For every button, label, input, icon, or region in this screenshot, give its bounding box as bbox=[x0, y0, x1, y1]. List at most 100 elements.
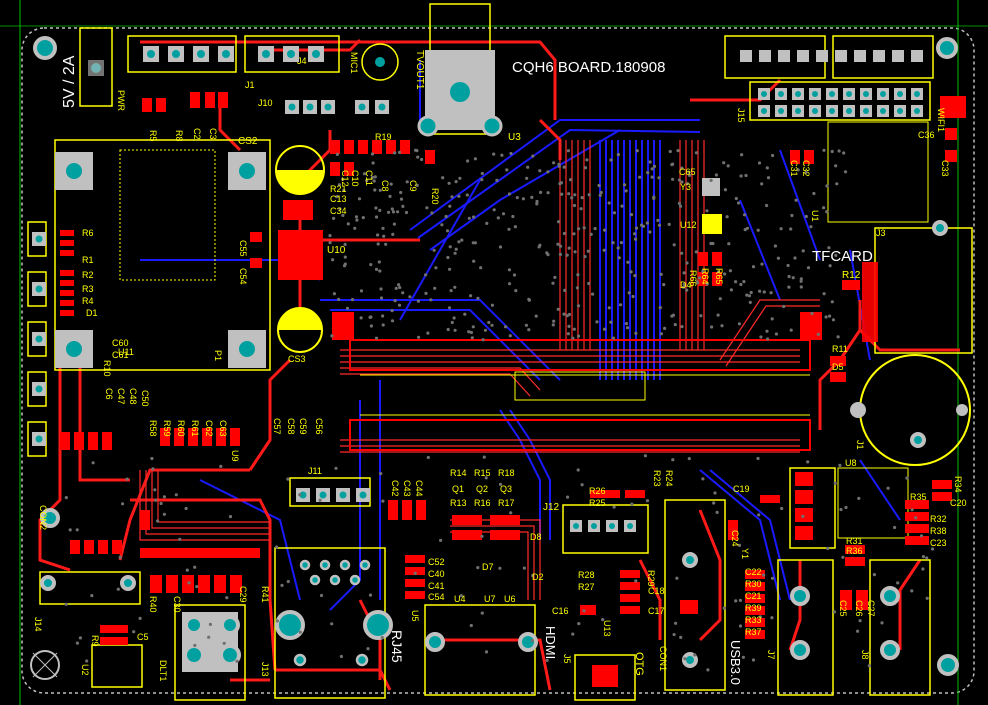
designator-label: R40 bbox=[148, 596, 158, 613]
designator-label: U5 bbox=[410, 610, 420, 622]
via bbox=[809, 225, 813, 229]
via bbox=[408, 295, 412, 299]
via bbox=[439, 538, 443, 543]
via bbox=[723, 188, 728, 192]
via bbox=[460, 238, 464, 242]
designator-label: R41 bbox=[260, 586, 270, 603]
via bbox=[834, 253, 838, 257]
via bbox=[381, 314, 385, 318]
electrolytic-capacitor-cs2-fill bbox=[276, 170, 324, 194]
via bbox=[576, 334, 581, 338]
via bbox=[567, 312, 572, 317]
via bbox=[471, 325, 475, 329]
via bbox=[280, 583, 284, 588]
via bbox=[804, 170, 808, 174]
via bbox=[563, 288, 567, 292]
via bbox=[856, 629, 860, 633]
via bbox=[379, 287, 383, 291]
via bbox=[376, 242, 380, 246]
via bbox=[711, 241, 715, 246]
via bbox=[728, 269, 733, 273]
designator-label: R18 bbox=[498, 468, 515, 478]
usb3-port-outline bbox=[664, 499, 726, 691]
via bbox=[743, 228, 747, 232]
designator-label: R38 bbox=[930, 526, 947, 536]
via bbox=[566, 495, 570, 499]
inductor-drill-1 bbox=[66, 163, 82, 179]
designator-label: R8 bbox=[174, 130, 184, 142]
via bbox=[522, 566, 527, 570]
inductor-drill-4 bbox=[239, 341, 255, 357]
via bbox=[570, 196, 574, 200]
via bbox=[569, 178, 573, 182]
via bbox=[740, 153, 744, 157]
via bbox=[332, 216, 336, 220]
via bbox=[566, 332, 571, 336]
via bbox=[552, 161, 556, 165]
via bbox=[454, 247, 458, 251]
via bbox=[715, 510, 719, 514]
hdmi-label: HDMI bbox=[543, 626, 558, 659]
via bbox=[737, 201, 741, 205]
via bbox=[332, 292, 336, 296]
via bbox=[722, 161, 726, 165]
via bbox=[914, 516, 918, 520]
via bbox=[116, 587, 120, 591]
via bbox=[843, 170, 848, 174]
via bbox=[381, 226, 385, 230]
tvout-drill-l bbox=[417, 115, 439, 137]
via bbox=[337, 297, 341, 301]
via bbox=[734, 599, 738, 603]
via bbox=[841, 555, 845, 559]
via bbox=[75, 641, 79, 645]
designator-label: R61 bbox=[190, 420, 200, 437]
rj45-label: RJ45 bbox=[389, 630, 405, 663]
designator-label: P1 bbox=[213, 350, 223, 361]
via bbox=[741, 655, 746, 659]
designator-label: C24 bbox=[730, 530, 740, 547]
via bbox=[648, 160, 652, 164]
via bbox=[330, 622, 334, 626]
via bbox=[799, 279, 803, 283]
via bbox=[747, 294, 752, 298]
gpio-drill bbox=[914, 108, 920, 114]
via bbox=[382, 234, 386, 238]
via bbox=[535, 202, 539, 206]
rj45-pin-pads bbox=[293, 559, 371, 667]
designator-label: R10 bbox=[102, 360, 112, 377]
via bbox=[679, 635, 683, 640]
via bbox=[699, 314, 703, 318]
designator-label: C32 bbox=[801, 160, 811, 177]
designator-label: C47 bbox=[116, 388, 126, 405]
via bbox=[546, 170, 550, 174]
via bbox=[369, 324, 373, 328]
via bbox=[650, 175, 654, 179]
via bbox=[359, 316, 363, 320]
via bbox=[151, 467, 155, 471]
via bbox=[828, 314, 832, 318]
via bbox=[369, 263, 373, 267]
tfcard-label: TFCARD bbox=[812, 248, 873, 265]
via bbox=[737, 322, 742, 326]
designator-label: Q1 bbox=[452, 484, 464, 494]
via bbox=[657, 223, 662, 227]
designator-label: C54 bbox=[428, 592, 445, 602]
via bbox=[376, 233, 380, 237]
via bbox=[156, 519, 160, 523]
via bbox=[687, 173, 692, 177]
via bbox=[680, 166, 684, 170]
designator-label: CON1 bbox=[658, 646, 668, 671]
via bbox=[498, 482, 503, 486]
via bbox=[749, 290, 753, 295]
via bbox=[415, 183, 419, 187]
via bbox=[453, 285, 457, 289]
via bbox=[675, 576, 679, 580]
via bbox=[432, 248, 436, 252]
via bbox=[713, 491, 717, 495]
designator-label: R15 bbox=[474, 468, 491, 478]
via bbox=[801, 249, 805, 253]
inductor-drill-2 bbox=[239, 163, 255, 179]
via bbox=[476, 566, 480, 570]
via bbox=[433, 286, 437, 290]
